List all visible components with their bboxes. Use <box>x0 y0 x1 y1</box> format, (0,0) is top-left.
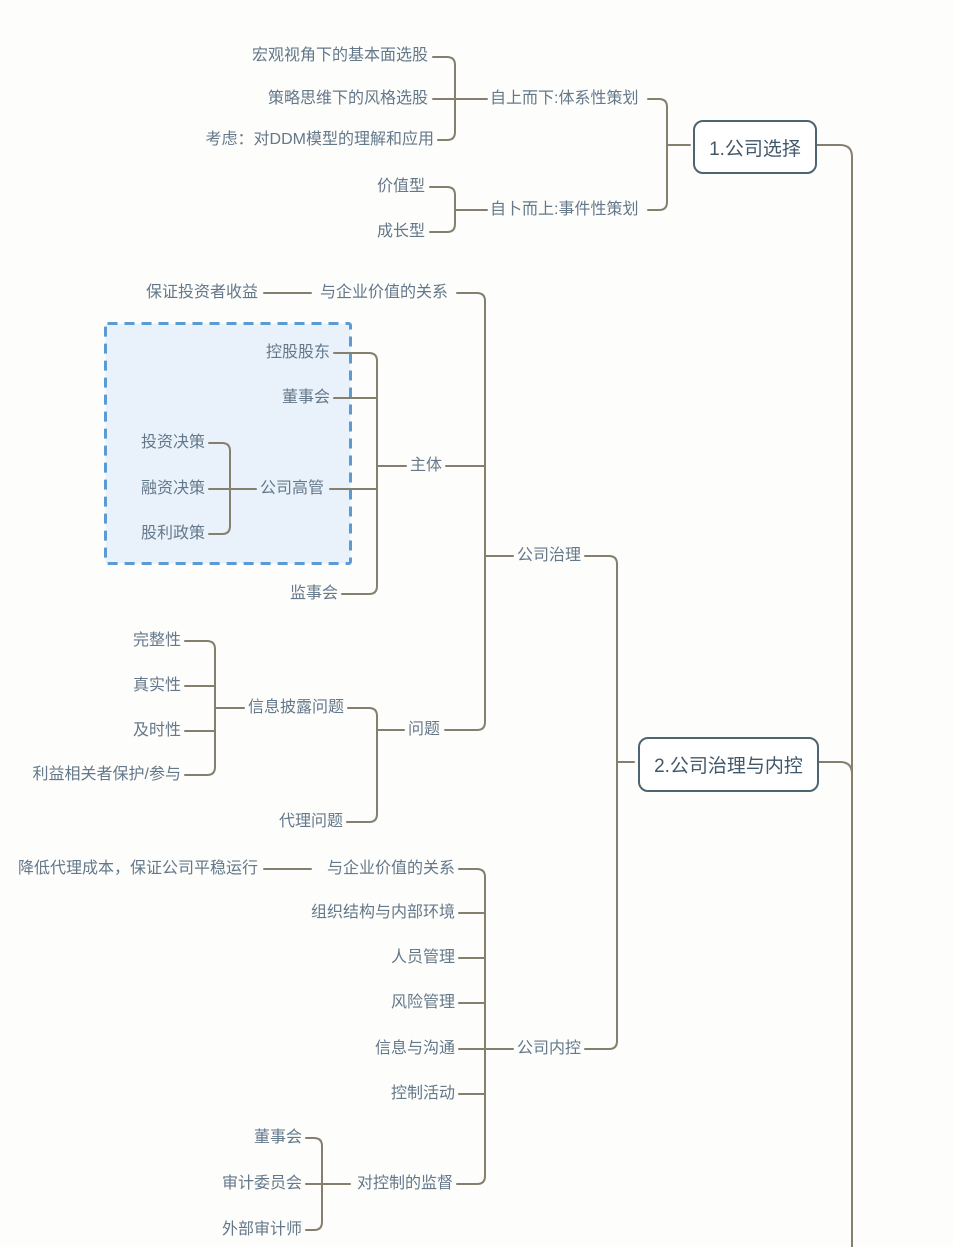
trunk-to-root <box>812 144 853 1247</box>
node-stakeholder-protection[interactable]: 利益相关者保护/参与 <box>32 766 181 783</box>
bracket-company-selection <box>647 98 691 211</box>
node-supervisory-board[interactable]: 监事会 <box>289 585 338 602</box>
node-top-down-strategy[interactable]: 自上而下:体系性策划 <box>490 90 639 107</box>
node-timeliness[interactable]: 及时性 <box>132 722 181 739</box>
node-internal-control[interactable]: 公司内控 <box>517 1040 582 1057</box>
node-dividend-policy[interactable]: 股利政策 <box>140 525 205 542</box>
node-audit-committee[interactable]: 审计委员会 <box>221 1175 302 1192</box>
node-value-relation-internal-control[interactable]: 与企业价值的关系 <box>326 860 455 877</box>
node-board-of-directors-supervision[interactable]: 董事会 <box>253 1129 302 1146</box>
topic-company-selection[interactable]: 1.公司选择 <box>693 120 817 174</box>
bracket-disclosure-children <box>184 640 245 776</box>
node-control-activities[interactable]: 控制活动 <box>390 1085 455 1102</box>
node-integrity[interactable]: 完整性 <box>132 632 181 649</box>
node-agency-problem[interactable]: 代理问题 <box>278 813 343 830</box>
node-investor-return-note[interactable]: 保证投资者收益 <box>145 284 258 301</box>
node-org-structure-environment[interactable]: 组织结构与内部环境 <box>310 904 455 921</box>
node-problems[interactable]: 问题 <box>408 721 441 738</box>
bracket-governance-children <box>444 292 514 731</box>
node-authenticity[interactable]: 真实性 <box>132 677 181 694</box>
node-subject[interactable]: 主体 <box>410 457 443 474</box>
bracket-executive-decisions <box>208 442 257 535</box>
node-board-of-directors[interactable]: 董事会 <box>281 389 330 406</box>
node-corporate-governance[interactable]: 公司治理 <box>517 547 582 564</box>
node-company-executives[interactable]: 公司高管 <box>260 480 325 497</box>
bracket-supervision-children <box>305 1137 351 1231</box>
node-personnel-management[interactable]: 人员管理 <box>390 949 455 966</box>
node-ddm-consideration[interactable]: 考虑：对DDM模型的理解和应用 <box>205 131 434 148</box>
topic-governance-internal-control[interactable]: 2.公司治理与内控 <box>638 737 819 792</box>
bracket-internal-control-children <box>456 868 514 1185</box>
node-financing-decision[interactable]: 融资决策 <box>140 480 205 497</box>
node-growth-type[interactable]: 成长型 <box>376 223 425 240</box>
node-strategy-style-picking[interactable]: 策略思维下的风格选股 <box>267 90 428 107</box>
node-bottom-up-strategy[interactable]: 自卜而上:事件性策划 <box>490 201 639 218</box>
bracket-subject-children <box>329 352 407 595</box>
node-value-relation-governance[interactable]: 与企业价值的关系 <box>320 284 449 301</box>
node-value-type[interactable]: 价值型 <box>376 178 425 195</box>
node-information-disclosure-problem[interactable]: 信息披露问题 <box>248 699 345 716</box>
node-macro-fundamental-picking[interactable]: 宏观视角下的基本面选股 <box>251 47 428 64</box>
node-controlling-shareholder[interactable]: 控股股东 <box>265 344 330 361</box>
node-information-communication[interactable]: 信息与沟通 <box>374 1040 455 1057</box>
node-reduce-agency-cost-note[interactable]: 降低代理成本，保证公司平稳运行 <box>17 860 258 877</box>
connector-paths <box>184 56 853 1247</box>
node-investment-decision[interactable]: 投资决策 <box>140 434 205 451</box>
bracket-problems-children <box>346 707 405 823</box>
node-external-auditor[interactable]: 外部审计师 <box>221 1221 302 1238</box>
highlight-box <box>104 322 352 565</box>
node-control-supervision[interactable]: 对控制的监督 <box>356 1175 453 1192</box>
node-risk-management[interactable]: 风险管理 <box>390 994 455 1011</box>
bracket-bottom-up-children <box>429 186 488 233</box>
bracket-top-down-children <box>432 56 488 141</box>
bracket-branch2-children <box>584 555 635 1050</box>
